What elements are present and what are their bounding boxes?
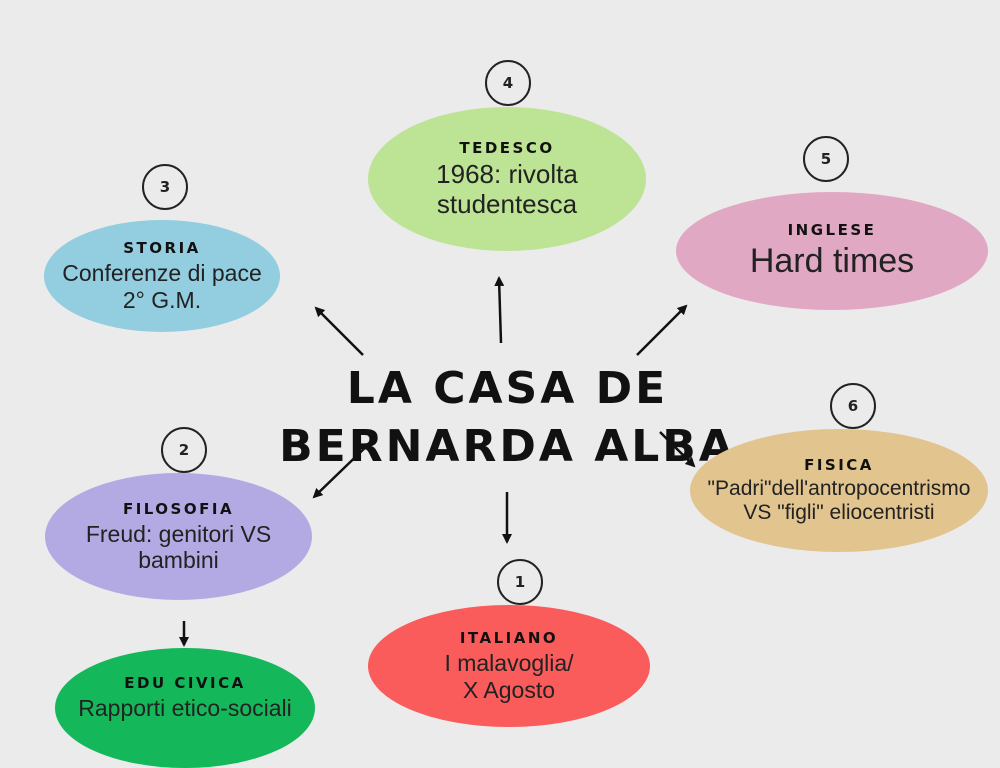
node-fisica[interactable]: FISICA "Padri"dell'antropocentrismo VS "… [690,429,988,552]
node-storia-title: STORIA [123,239,201,258]
badge-storia: 3 [142,164,188,210]
node-fisica-title: FISICA [804,455,874,474]
node-edu-civica[interactable]: EDU CIVICA Rapporti etico-sociali [55,648,315,768]
connector-arrows [179,276,696,647]
arrow-to-fisica [659,431,696,468]
badge-fisica: 6 [830,383,876,429]
node-inglese[interactable]: INGLESE Hard times [676,192,988,310]
node-edu-civica-text: Rapporti etico-sociali [78,695,292,722]
node-italiano-text: I malavoglia/ X Agosto [444,650,574,703]
node-tedesco-title: TEDESCO [459,138,555,157]
badge-italiano: 1 [497,559,543,605]
arrow-to-filosofia [312,441,372,499]
node-italiano-title: ITALIANO [459,629,559,648]
node-inglese-text: Hard times [749,241,915,280]
node-tedesco[interactable]: TEDESCO 1968: rivolta studentesca [368,107,646,251]
badge-filosofia: 2 [161,427,207,473]
node-filosofia-title: FILOSOFIA [122,499,235,518]
badge-inglese: 5 [803,136,849,182]
node-filosofia-text: Freud: genitori VS bambini [85,520,272,573]
node-filosofia[interactable]: FILOSOFIA Freud: genitori VS bambini [45,473,312,600]
node-storia[interactable]: STORIA Conferenze di pace 2° G.M. [44,220,280,332]
node-storia-text: Conferenze di pace 2° G.M. [62,260,262,313]
node-italiano[interactable]: ITALIANO I malavoglia/ X Agosto [368,605,650,727]
arrow-to-tedesco [494,276,505,344]
main-title: LA CASA DE BERNARDA ALBA [279,363,736,472]
arrow-to-inglese [636,304,688,356]
node-fisica-text: "Padri"dell'antropocentrismo VS "figli" … [707,476,971,524]
arrow-to-storia [314,306,364,356]
badge-tedesco: 4 [485,60,531,106]
node-inglese-title: INGLESE [787,220,877,239]
node-tedesco-text: 1968: rivolta studentesca [436,158,578,219]
node-edu-civica-title: EDU CIVICA [124,674,246,693]
